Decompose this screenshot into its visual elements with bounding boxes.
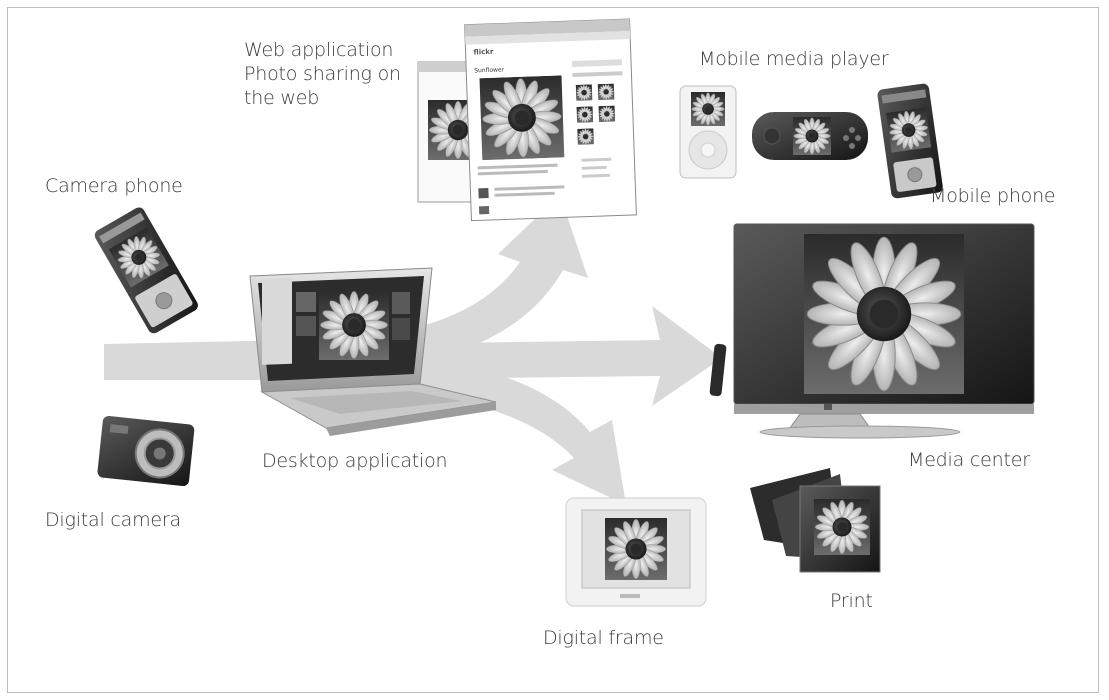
label-digital-camera: Digital camera [45, 509, 181, 531]
mobile-phone-icon [877, 83, 943, 199]
label-web-application-line-1: Web application [244, 39, 394, 61]
remote-control-icon [709, 343, 727, 397]
label-web-application-line-2: Photo sharing on [244, 63, 401, 85]
psp-console-icon [752, 112, 868, 160]
digital-camera-icon [97, 415, 195, 487]
label-print: Print [830, 590, 873, 612]
camera-phone-icon [94, 207, 198, 334]
laptop-icon [249, 267, 497, 436]
label-web-application: Web application Photo sharing on the web [244, 38, 401, 110]
label-web-application-line-3: the web [244, 87, 320, 109]
flat-screen-tv-icon [733, 223, 1035, 439]
label-mobile-phone: Mobile phone [930, 185, 1056, 207]
arrow-to-media-center [300, 306, 722, 406]
webpage-photo-title: Sunflower [474, 66, 505, 74]
webpage-logo: flickr [473, 48, 494, 57]
label-digital-frame: Digital frame [543, 627, 664, 649]
arrow-to-web [300, 195, 588, 380]
ipod-icon [679, 85, 737, 179]
print-album-icon [750, 468, 881, 573]
label-mobile-media-player: Mobile media player [699, 48, 889, 70]
browser-window-icon: flickr Sunflower [417, 18, 637, 222]
input-band [104, 340, 300, 380]
label-camera-phone: Camera phone [45, 175, 183, 197]
label-media-center: Media center [908, 449, 1030, 471]
digital-photo-frame-icon [565, 497, 707, 607]
label-desktop-application: Desktop application [262, 450, 448, 472]
